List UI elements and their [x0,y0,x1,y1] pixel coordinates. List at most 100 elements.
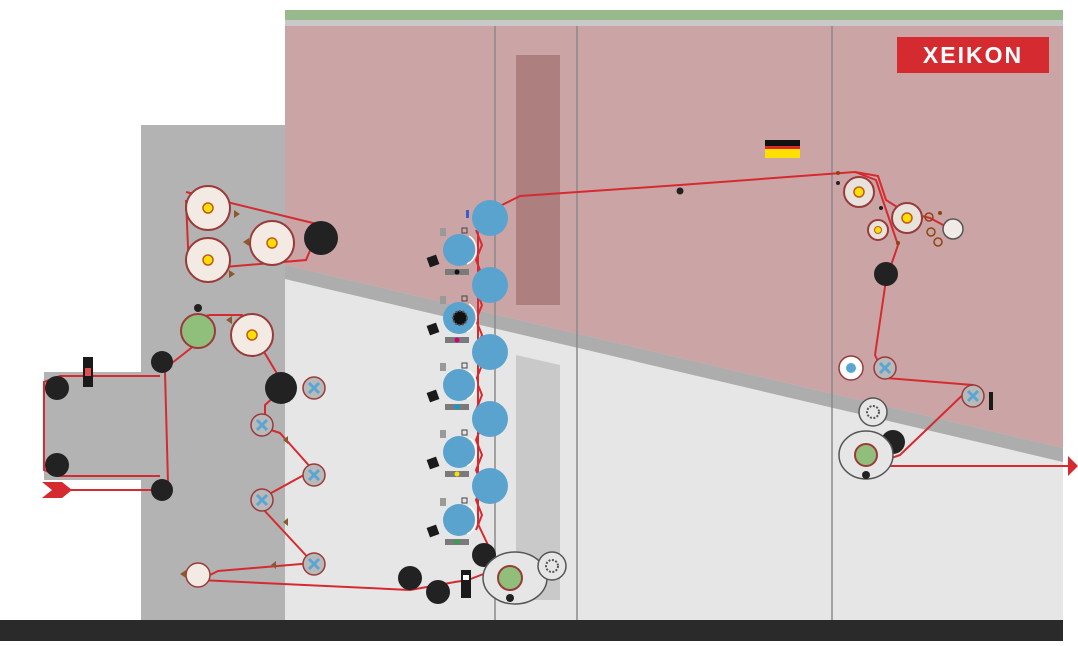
transfer-drum [472,200,508,236]
guide-marker [283,518,288,526]
supply-roll [249,220,295,266]
imaging-drum [443,369,475,401]
cabinet-top-strip [285,10,1063,20]
sensor-icon [989,392,993,410]
print-station-icon [426,334,508,410]
charger-unit [440,498,446,506]
cabinet-pink-area [285,26,1063,448]
logo-box [897,37,1049,73]
web-path-unwinder [185,191,323,272]
imaging-drum-active [452,310,468,326]
rewinder-center [482,551,567,605]
idler-roller [873,356,897,380]
guide-marker [234,210,240,218]
transfer-drum [472,267,508,303]
cooling-roller [838,355,864,381]
small-roller [933,237,943,247]
imaging-drum [443,234,475,266]
guide-marker [271,561,276,569]
supply-roll [230,313,274,357]
toner-dot [454,404,460,410]
supply-roll [185,237,231,283]
idler-roller [250,488,274,512]
black-roller [45,376,69,400]
small-roller [879,206,883,210]
idler-rollers [250,355,985,576]
small-roller [926,227,936,237]
sensor-icon [83,357,93,387]
charger-unit [461,429,468,436]
imaging-drum-arc [466,303,478,333]
small-roller [896,241,900,245]
logo-text: XEIKON [923,42,1023,68]
rewinder-gear-hub [866,405,880,419]
input-arrow-icon [42,482,72,498]
black-roller [506,594,514,602]
flag-icon [765,140,800,158]
transfer-drum [472,468,508,504]
fuser-roll [843,176,875,208]
small-roller [938,211,942,215]
black-roller [676,187,684,195]
rewinder-right [838,397,894,480]
charger-unit [461,227,468,234]
flag-stripe-yellow [765,149,800,158]
output-arrow-icon [1068,456,1078,476]
fuser-roll [867,219,889,241]
print-station-icon [426,401,508,477]
flag-stripe-black [765,140,800,146]
idler-roller [250,413,274,437]
guide-marker [180,570,186,578]
transfer-drum [472,401,508,437]
web-path-splicer [43,375,160,477]
sensor-icon [461,570,471,598]
small-roller [836,171,840,175]
charger-unit [440,228,446,236]
toner-dot [454,539,460,545]
imaging-drum-arc [466,505,478,535]
small-roller [836,181,840,185]
imaging-drum [443,436,475,468]
print-station-icon [426,200,508,275]
guide-marker [243,238,249,246]
fuser-roll [891,202,923,234]
black-roller [151,479,173,501]
black-roller [265,372,297,404]
transfer-drum [472,334,508,370]
unwinder-rolls [180,185,295,588]
imaging-drum-arc [466,235,478,265]
developer-unit [426,524,440,538]
green-roll [180,313,216,349]
imaging-drum [443,504,475,536]
xeikon-logo: XEIKON [897,37,1049,73]
guide-marker [226,316,232,324]
black-roller [194,304,202,312]
cabinet-window-lower [516,355,560,600]
developer-unit [426,389,440,403]
small-roller [942,218,964,240]
idler-roller [302,552,326,576]
cabinet-window-upper [516,55,560,305]
charger-unit [461,295,468,302]
web-guides [180,210,288,578]
small-roller [924,212,934,222]
flag-stripe-red [765,146,800,149]
charger-unit [461,362,468,369]
rewinder-gear-hub [545,559,559,573]
toner-dot [454,471,460,477]
charger-unit [440,363,446,371]
charger-unit [440,430,446,438]
toner-dot [454,269,460,275]
rewinder-gear [858,397,888,427]
black-roller [862,471,870,479]
charger-unit [440,296,446,304]
guide-marker [229,270,235,278]
developer-unit [426,456,440,470]
idler-roller [302,376,326,400]
toner-dot [454,337,460,343]
cream-roll [185,562,211,588]
developer-unit [426,322,440,336]
charger-unit [461,497,468,504]
